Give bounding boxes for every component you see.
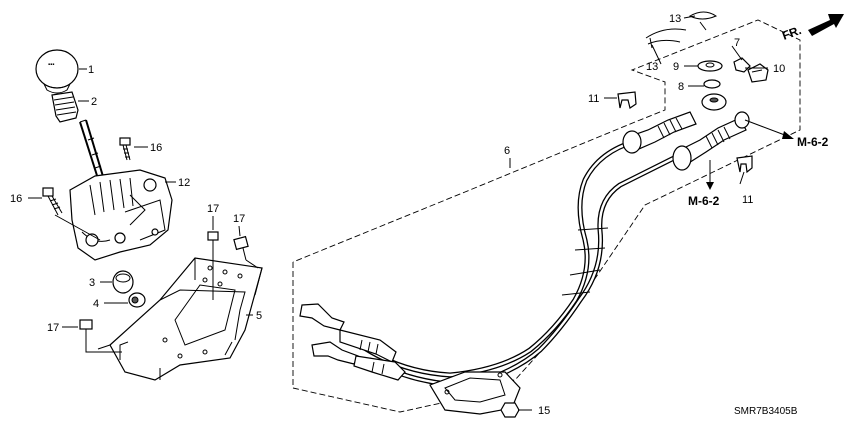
- callout-3: 3: [89, 277, 95, 289]
- washer-9: [697, 60, 723, 72]
- bushing-3: [112, 270, 134, 294]
- callout-13-lower: 13: [646, 61, 658, 73]
- reference-arrow-right: [744, 119, 794, 139]
- reference-label-right: M-6-2: [797, 135, 829, 149]
- leaders-right: [509, 15, 768, 411]
- diagram-code: SMR7B3405B: [734, 406, 798, 417]
- callout-5: 5: [256, 310, 262, 322]
- front-direction-arrow: [808, 14, 844, 36]
- callout-labels: 1 2 16 12 16 17 17 3 4 5 17 13 13 7 9 8 …: [10, 13, 785, 417]
- shift-base-bracket: [97, 257, 263, 381]
- callout-16-upper: 16: [150, 142, 162, 154]
- bushing-4: [128, 292, 146, 308]
- svg-text:▪▪▪: ▪▪▪: [48, 62, 54, 68]
- callout-10: 10: [773, 63, 785, 75]
- callout-7: 7: [734, 37, 740, 49]
- bolt-17-a: [207, 231, 219, 258]
- callout-11-right: 11: [742, 194, 753, 206]
- callout-13-upper: 13: [669, 13, 681, 25]
- clip-13-upper: [688, 11, 718, 31]
- clip-13-lower: [645, 28, 687, 49]
- callout-16-left: 16: [10, 193, 22, 205]
- callout-17-c: 17: [47, 322, 59, 334]
- callout-12: 12: [178, 177, 190, 189]
- callout-1: 1: [88, 64, 94, 76]
- leaders-left: [28, 68, 259, 353]
- callout-4: 4: [93, 298, 99, 310]
- assembly-boundary: [292, 19, 801, 413]
- clip-11-right: [736, 155, 753, 174]
- callout-2: 2: [91, 96, 97, 108]
- callout-15: 15: [538, 405, 550, 417]
- shift-lever-housing: [69, 169, 173, 261]
- callout-17-a: 17: [207, 203, 219, 215]
- callout-17-b: 17: [233, 213, 245, 225]
- callout-11-left: 11: [588, 93, 599, 105]
- washer-8: [703, 79, 721, 89]
- clip-11-left: [617, 91, 637, 109]
- shift-lever-rod: [79, 119, 106, 186]
- bolt-16-left: [42, 187, 63, 216]
- reference-label-down: M-6-2: [688, 194, 720, 208]
- shift-cables: [299, 93, 750, 388]
- callout-9: 9: [673, 61, 679, 73]
- bolt-17-b: [233, 235, 249, 261]
- knob-spring: [51, 91, 79, 123]
- bolt-17-c: [79, 319, 93, 345]
- clip-10: [747, 63, 769, 83]
- reference-arrow-down: [706, 160, 714, 190]
- front-direction-label: FR.: [780, 23, 803, 43]
- callout-8: 8: [678, 81, 684, 93]
- cable-bracket: [429, 371, 521, 418]
- callout-6: 6: [504, 145, 510, 157]
- shift-knob: ▪▪▪: [35, 49, 79, 94]
- bolt-16-upper: [119, 137, 131, 161]
